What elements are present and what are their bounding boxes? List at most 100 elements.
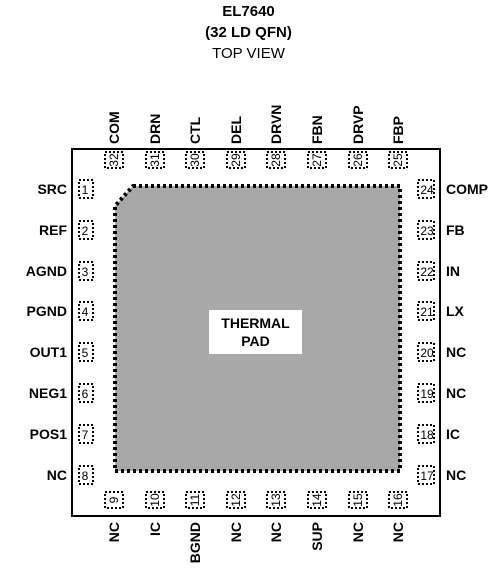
pin-name: CTL <box>187 116 203 144</box>
pin-20: 20 NC <box>417 342 466 362</box>
pin-28: 28 DRVN <box>266 105 286 169</box>
pin-pad <box>417 261 435 281</box>
thermal-pad-line1: THERMAL <box>221 315 290 331</box>
part-number: EL7640 <box>222 3 275 20</box>
package-type: (32 LD QFN) <box>205 24 292 41</box>
pin-number: 22 <box>420 265 434 279</box>
pin-pad <box>145 151 165 169</box>
pin-name: BGND <box>187 522 203 563</box>
pin-pad <box>185 151 205 169</box>
pin-pad <box>78 301 94 321</box>
pin-number: 3 <box>82 265 89 279</box>
pin-name: NC <box>228 522 244 542</box>
pin-pad <box>78 465 94 485</box>
pin-name: DRVP <box>350 105 366 144</box>
pin-name: NC <box>446 344 466 360</box>
pin-name: IC <box>147 522 163 536</box>
pin-pad <box>417 383 435 403</box>
pin-pad <box>348 491 368 509</box>
pin-number: 6 <box>82 387 89 401</box>
pin-pad <box>78 220 94 240</box>
pin-number: 10 <box>148 493 162 507</box>
pin-number: 21 <box>420 305 434 319</box>
pin-number: 32 <box>107 153 121 167</box>
pin-pad <box>266 491 286 509</box>
pin-number: 5 <box>82 346 89 360</box>
pin-name: NC <box>106 522 122 542</box>
pin-30: 30 CTL <box>185 116 205 169</box>
pin-pad <box>307 151 327 169</box>
pin-name: NC <box>446 467 466 483</box>
pin-pad <box>307 491 327 509</box>
pin-number: 12 <box>229 493 243 507</box>
pin-number: 8 <box>82 469 89 483</box>
pin-pad <box>78 342 94 362</box>
pin-number: 29 <box>229 153 243 167</box>
pin-number: 26 <box>351 153 365 167</box>
pin-name: NC <box>268 522 284 542</box>
pin-pad <box>417 301 435 321</box>
pin-pad <box>78 424 94 444</box>
pin-9: 9NC <box>104 491 124 542</box>
pin-pad <box>388 151 408 169</box>
pin-name: NC <box>350 522 366 542</box>
pin-number: 11 <box>188 493 202 506</box>
pin-26: 26 DRVP <box>348 105 368 169</box>
pin-pad <box>185 491 205 509</box>
pin-name: DRN <box>147 114 163 144</box>
pin-pad <box>78 179 94 199</box>
pin-8: 8 NC <box>47 465 94 485</box>
pin-number: 23 <box>420 224 434 238</box>
pin-name: FBN <box>309 115 325 144</box>
pin-number: 18 <box>420 428 434 442</box>
pin-pad <box>417 179 435 199</box>
pin-pad <box>417 424 435 444</box>
pin-pad <box>226 491 246 509</box>
pin-pad <box>104 151 124 169</box>
pin-pad <box>417 465 435 485</box>
pin-name: AGND <box>26 263 67 279</box>
pin-number: 20 <box>420 346 434 360</box>
pin-name: SUP <box>309 522 325 551</box>
pin-name: FB <box>446 222 465 238</box>
pin-number: 19 <box>420 387 434 401</box>
pin-name: REF <box>39 222 67 238</box>
pin-name: OUT1 <box>30 344 68 360</box>
pin-number: 24 <box>420 183 434 197</box>
pin-number: 14 <box>310 493 324 507</box>
pin-pad <box>266 151 286 169</box>
pin-name: NC <box>47 467 67 483</box>
pin-pad <box>388 491 408 509</box>
pin-pad <box>145 491 165 509</box>
pin-number: 28 <box>269 153 283 167</box>
pin-pad <box>78 383 94 403</box>
pin-name: FBP <box>390 116 406 144</box>
pin-7: 7 POS1 <box>30 424 94 444</box>
pin-name: NC <box>390 522 406 542</box>
pin-number: 7 <box>82 428 89 442</box>
thermal-pad-line2: PAD <box>241 333 270 349</box>
pin-name: DRVN <box>268 105 284 144</box>
pin-number: 30 <box>188 153 202 167</box>
pin-pad <box>78 261 94 281</box>
pin-name: IN <box>446 263 460 279</box>
pin-name: POS1 <box>30 426 68 442</box>
pin-23: 23 FB <box>417 220 465 240</box>
pin-3: 3 AGND <box>26 261 94 281</box>
